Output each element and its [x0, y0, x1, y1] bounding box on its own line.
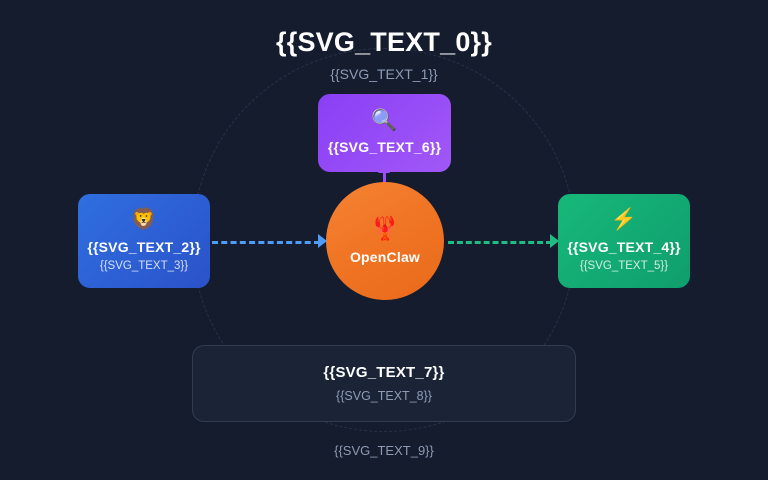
node-left-title: {{SVG_TEXT_2}} [87, 238, 201, 255]
summary-panel-title: {{SVG_TEXT_7}} [323, 364, 445, 381]
edge-left-to-hub [212, 241, 320, 244]
node-top-title: {{SVG_TEXT_6}} [327, 139, 442, 156]
magnifying-glass-icon: 🔍 [371, 109, 398, 133]
page-title: {{SVG_TEXT_0}} [276, 27, 492, 57]
node-right-title: {{SVG_TEXT_4}} [567, 238, 681, 255]
node-top[interactable]: 🔍 {{SVG_TEXT_6}} [318, 94, 451, 172]
high-voltage-icon: ⚡ [610, 207, 638, 231]
node-left-subtitle: {{SVG_TEXT_3}} [99, 259, 189, 272]
node-right-subtitle: {{SVG_TEXT_5}} [579, 259, 669, 272]
summary-panel: {{SVG_TEXT_7}} {{SVG_TEXT_8}} [192, 345, 576, 422]
edge-hub-to-top [383, 172, 386, 188]
arrowhead-hub-to-right [550, 234, 559, 248]
summary-panel-subtitle: {{SVG_TEXT_8}} [336, 389, 432, 403]
hub-node[interactable]: 🦞 OpenClaw [326, 182, 444, 300]
page-subtitle: {{SVG_TEXT_1}} [330, 66, 438, 82]
node-right[interactable]: ⚡ {{SVG_TEXT_4}} {{SVG_TEXT_5}} [558, 194, 690, 288]
lobster-icon: 🦞 [370, 215, 400, 241]
arrowhead-left-to-hub [318, 234, 327, 248]
footer-note: {{SVG_TEXT_9}} [334, 443, 434, 458]
lion-face-icon: 🦁 [130, 207, 158, 231]
edge-hub-to-right [448, 241, 552, 244]
hub-label: OpenClaw [349, 249, 421, 265]
node-left[interactable]: 🦁 {{SVG_TEXT_2}} {{SVG_TEXT_3}} [78, 194, 210, 288]
